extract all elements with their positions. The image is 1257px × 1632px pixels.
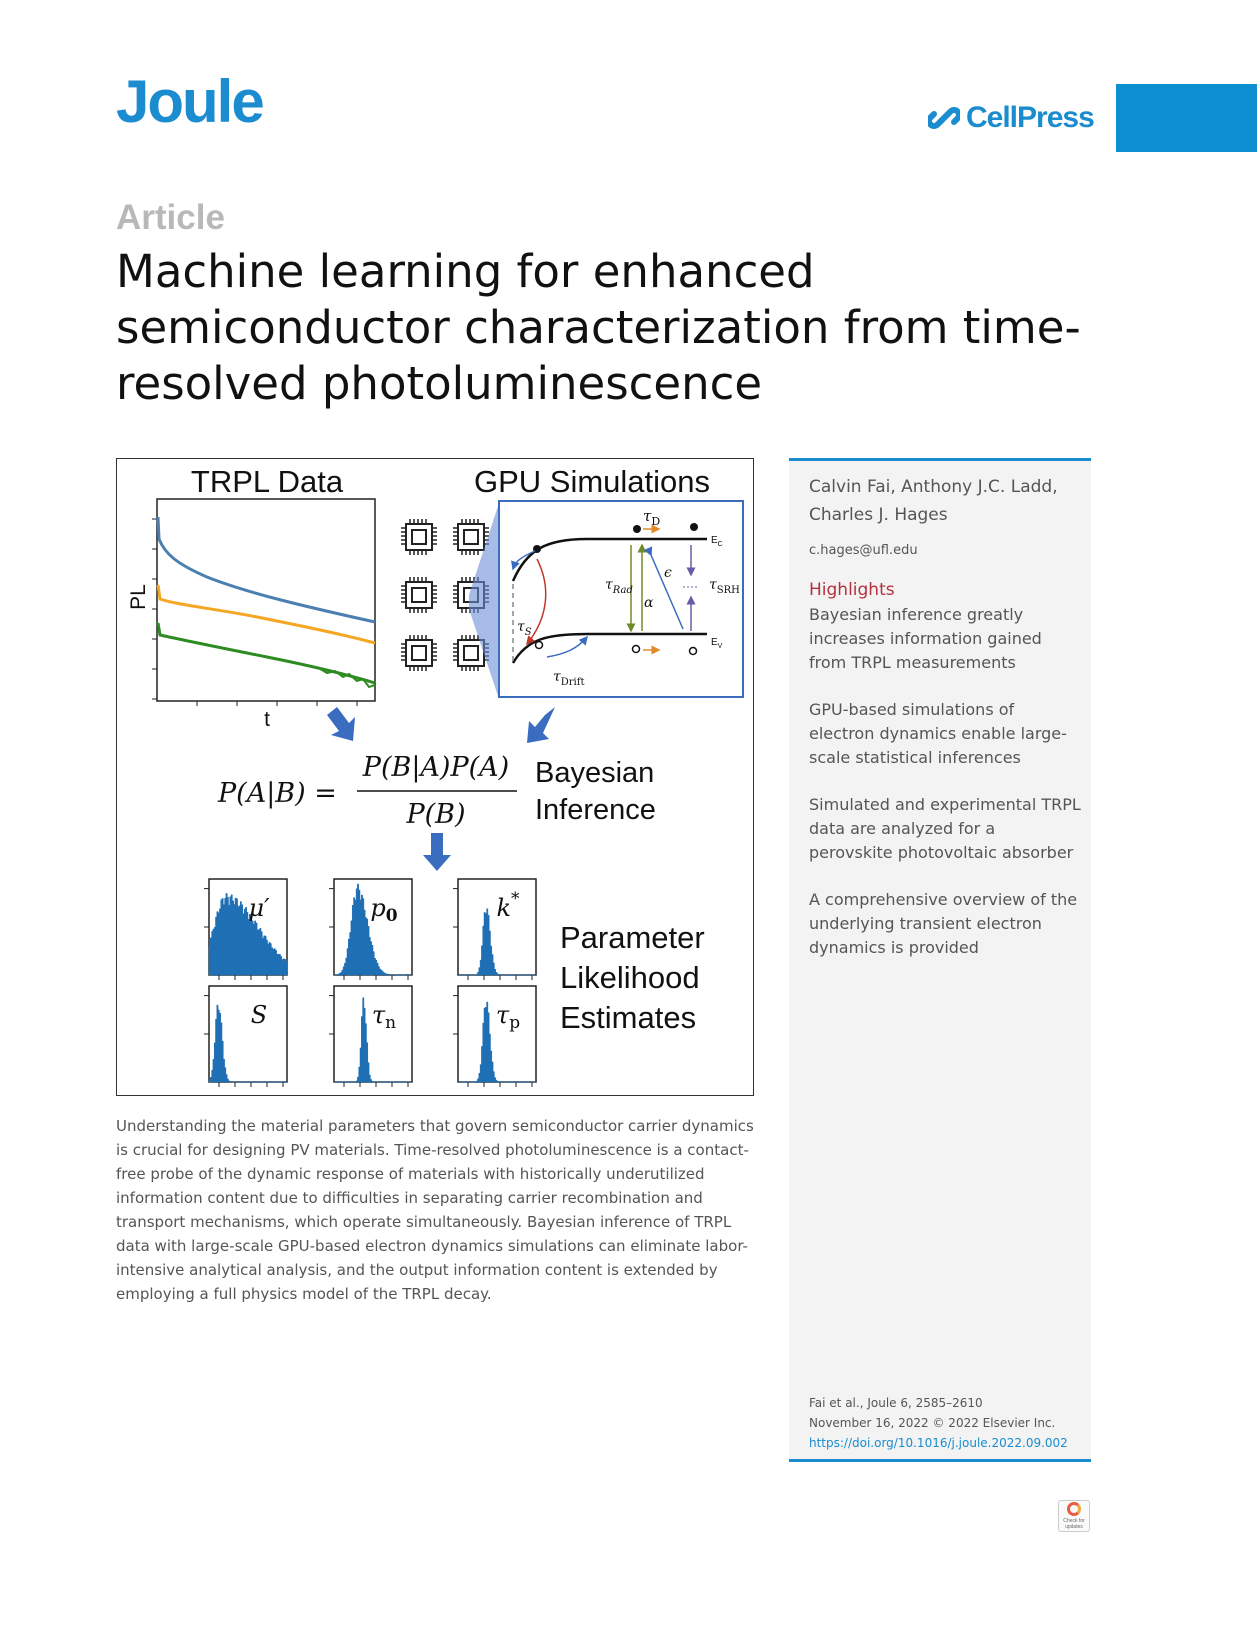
arrow-trpl-to-bayes [327, 707, 355, 741]
svg-text:EC: EC [711, 535, 723, 548]
estimates-label-line1: Parameter [560, 920, 705, 955]
trpl-ylabel: PL [127, 584, 150, 610]
svg-text:τRad: τRad [605, 577, 633, 596]
citation: Fai et al., Joule 6, 2585–2610 November … [809, 1393, 1068, 1453]
highlight-item: Bayesian inference greatly increases inf… [809, 605, 1042, 672]
histogram-panel: μ′ [204, 878, 288, 980]
gpu-projection [469, 503, 499, 699]
graphical-abstract: TRPL Data PL t GPU Simulations [116, 458, 754, 1096]
histogram-label: S [251, 1001, 267, 1029]
bayes-label-line1: Bayesian [535, 757, 654, 789]
histogram-label: k* [496, 889, 520, 922]
svg-text:τD: τD [643, 507, 660, 528]
trpl-trace-orange [156, 584, 376, 645]
histogram-label: p0 [370, 894, 397, 926]
svg-text:α: α [644, 595, 654, 611]
bayes-equation: P(A|B) = P(B|A)P(A) P(B) [217, 752, 517, 830]
check-for-updates-icon [1067, 1502, 1081, 1516]
band-diagram: τD EC EV τRad ϵ α τSRH τS τDrift [498, 500, 744, 698]
journal-logo: Joule [116, 68, 265, 135]
sidebar: Calvin Fai, Anthony J.C. Ladd, Charles J… [789, 458, 1091, 1462]
histogram-label: μ′ [248, 894, 270, 922]
flow-arrows [327, 707, 555, 871]
histogram-bars [334, 997, 412, 1083]
authors: Calvin Fai, Anthony J.C. Ladd, Charles J… [809, 477, 1058, 525]
highlight-item: A comprehensive overview of the underlyi… [809, 890, 1078, 957]
arrow-bayes-to-estimates [423, 833, 451, 871]
arrow-gpu-to-bayes [527, 707, 555, 743]
histogram-label: τn [372, 1001, 396, 1033]
highlight-item: Simulated and experimental TRPL data are… [809, 795, 1081, 862]
svg-text:τSRH: τSRH [709, 577, 740, 596]
trpl-title: TRPL Data [191, 464, 344, 499]
histogram-panel: k* [453, 878, 537, 980]
histogram-panel: τn [329, 985, 413, 1087]
histogram-bars [208, 893, 288, 976]
bayes-label-line2: Inference [535, 794, 656, 826]
corresponding-email[interactable]: c.hages@ufl.edu [809, 543, 918, 558]
check-for-updates-label: Check for updates [1063, 1518, 1085, 1530]
histogram-panel: p0 [329, 878, 413, 980]
article-type: Article [116, 198, 225, 237]
doi-link[interactable]: https://doi.org/10.1016/j.joule.2022.09.… [809, 1436, 1068, 1450]
histogram-panel: S [204, 985, 288, 1087]
trpl-trace-green [156, 622, 376, 685]
svg-text:EV: EV [711, 637, 723, 650]
highlight-item: GPU-based simulations of electron dynami… [809, 700, 1067, 767]
highlights-list: Bayesian inference greatly increases inf… [809, 603, 1081, 983]
histogram-bars [333, 883, 412, 976]
corner-color-block [1116, 84, 1257, 152]
histogram-bars [458, 908, 536, 976]
histogram-label: τp [496, 1001, 520, 1033]
svg-text:τS: τS [517, 619, 532, 638]
citation-reference: Fai et al., Joule 6, 2585–2610 [809, 1396, 983, 1410]
trpl-xlabel: t [264, 708, 270, 731]
publisher-name: CellPress [966, 101, 1095, 134]
svg-text:P(A|B) =: P(A|B) = [217, 778, 337, 809]
cellpress-link-icon [928, 107, 960, 129]
trpl-plot: PL t [127, 498, 376, 731]
estimates-label-line2: Likelihood [560, 960, 700, 995]
check-for-updates-button[interactable]: Check for updates [1058, 1500, 1090, 1532]
trpl-trace-blue [156, 516, 376, 624]
histogram-bars [458, 1001, 536, 1083]
highlights-heading: Highlights [809, 580, 895, 600]
citation-date: November 16, 2022 © 2022 Elsevier Inc. [809, 1416, 1056, 1430]
svg-text:P(B): P(B) [405, 799, 465, 830]
publisher-logo: CellPress [928, 100, 1095, 136]
svg-text:P(B|A)P(A): P(B|A)P(A) [362, 752, 509, 783]
abstract-text: Understanding the material parameters th… [116, 1117, 754, 1303]
estimates-label-line3: Estimates [560, 1000, 696, 1035]
histogram-bars [208, 1004, 287, 1083]
histogram-panel: τp [453, 985, 537, 1087]
article-title: Machine learning for enhanced semiconduc… [116, 245, 1081, 410]
svg-text:τDrift: τDrift [553, 669, 584, 688]
gpu-title: GPU Simulations [474, 464, 710, 499]
svg-text:ϵ: ϵ [664, 565, 672, 581]
